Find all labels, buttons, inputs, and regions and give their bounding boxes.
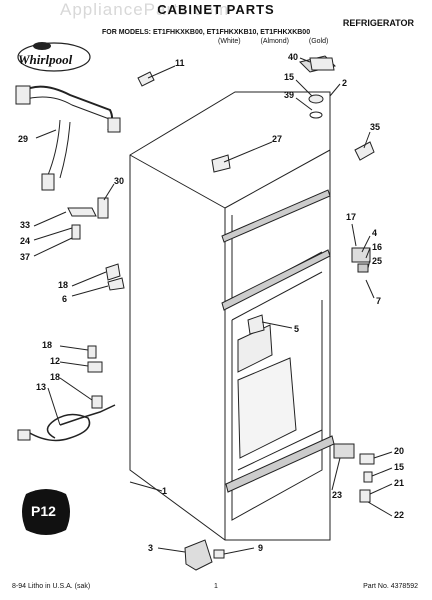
callout-18-lower: 18 [50,372,61,382]
callout-29: 29 [18,134,29,144]
callout-21: 21 [394,478,405,488]
callout-27: 27 [272,134,283,144]
callout-40: 40 [288,52,299,62]
callout-2: 2 [342,78,348,88]
watermark: ApplianceParts.com [60,0,230,19]
callout-12: 12 [50,356,61,366]
callout-18-upper: 18 [58,280,69,290]
page-badge [22,489,70,535]
footer-page-number: 1 [214,583,218,590]
callout-1: 1 [162,486,168,496]
callout-18-middle: 18 [42,340,53,350]
callout-22: 22 [394,510,405,520]
callout-13: 13 [36,382,47,392]
color-white: (White) [218,38,241,45]
model-list: FOR MODELS: ET1FHKXKB00, ET1FHKXKB10, ET… [102,29,311,36]
refrigerator-cabinet [15,55,393,571]
brand-logo-text: Whirlpool [18,52,73,67]
callout-11: 11 [175,58,185,68]
callout-20: 20 [394,446,405,456]
callout-24: 24 [20,236,31,246]
callout-3: 3 [148,543,154,553]
footer-part-number: Part No. 4378592 [363,583,418,590]
callout-30: 30 [114,176,125,186]
callout-16: 16 [372,242,383,252]
color-gold: (Gold) [308,38,329,45]
callout-25: 25 [372,256,383,266]
callout-6: 6 [62,294,68,304]
callout-35: 35 [370,122,381,132]
brand-logo [17,42,91,72]
callout-9: 9 [258,543,264,553]
callout-5: 5 [294,324,300,334]
callout-4: 4 [372,228,378,238]
color-list: (White) (Almond) (Gold) [218,38,346,45]
callout-37: 37 [20,252,31,262]
callout-23: 23 [332,490,343,500]
callout-7: 7 [376,296,382,306]
callout-33: 33 [20,220,31,230]
appliance-category: REFRIGERATOR [342,18,414,28]
callout-39: 39 [284,90,295,100]
color-almond: (Almond) [260,38,289,45]
callout-15: 15 [284,72,295,82]
callout-17: 17 [346,212,357,222]
callout-15-lower: 15 [394,462,405,472]
page-title: CABINET PARTS [157,2,275,17]
page-badge-text: P12 [31,503,56,519]
footer-litho: 8-94 Litho in U.S.A. (sak) [12,583,91,590]
